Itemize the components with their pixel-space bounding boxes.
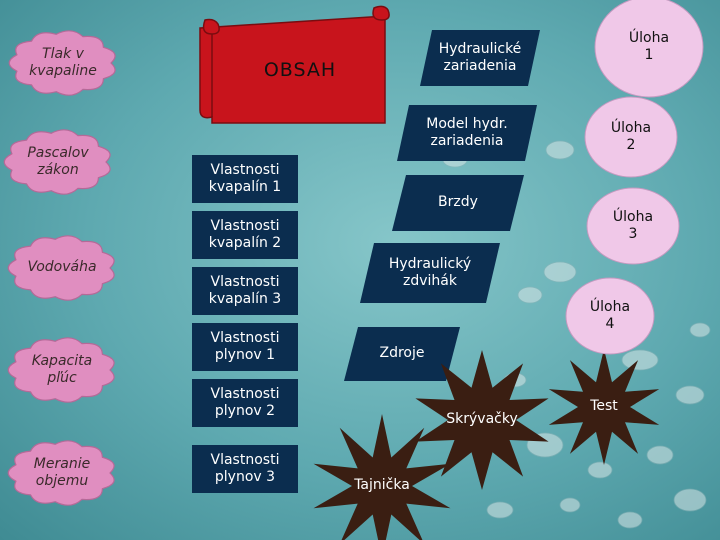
parallelogram-link-brzdy[interactable] [392,175,524,231]
page-title: OBSAH [263,59,337,82]
parallelogram-link-zdroje[interactable] [344,327,460,381]
cloud-label: Tlak v kvapaline [29,45,97,80]
task-link-uloha-3[interactable] [586,187,680,265]
star-label: Tajnička [354,477,410,494]
property-label: Vlastnosti plynov 1 [210,329,280,364]
property-label: Vlastnosti plynov 2 [210,385,280,420]
cloud-link-pascalov-zakon[interactable] [3,129,111,195]
property-label: Vlastnosti kvapalín 1 [208,161,282,196]
cloud-label: Pascalov zákon [27,144,89,179]
property-label: Vlastnosti kvapalín 3 [208,273,282,308]
cloud-label: Kapacita pľúc [31,352,93,387]
parallelogram-link-hydraulicke-zariadenia[interactable] [420,30,540,86]
parallelogram-label: Hydraulický zdvihák [388,255,472,290]
star-label: Skrývačky [446,411,518,428]
parallelogram-link-model-hydr-zariadenia[interactable] [397,105,537,161]
task-label: Úloha 2 [610,119,652,154]
parallelogram-label: Hydraulické zariadenia [438,40,522,75]
star-link-test[interactable] [548,349,660,465]
star-label: Test [590,398,618,415]
property-link-kvapalin-1[interactable] [192,155,298,203]
task-link-uloha-4[interactable] [565,277,655,355]
property-link-plynov-1[interactable] [192,323,298,371]
property-link-plynov-2[interactable] [192,379,298,427]
parallelogram-link-hydraulicky-zdvihak[interactable] [360,243,500,303]
cloud-link-kapacita-pluc[interactable] [7,337,115,403]
cloud-label: Meranie objemu [33,455,91,490]
task-link-uloha-2[interactable] [584,96,678,178]
cloud-link-meranie-objemu[interactable] [7,440,115,506]
task-label: Úloha 4 [589,298,631,333]
title-scroll [199,5,390,124]
property-label: Vlastnosti kvapalín 2 [208,217,282,252]
property-link-plynov-3[interactable] [192,445,298,493]
task-label: Úloha 1 [628,29,670,64]
cloud-link-vodovaha[interactable] [7,235,115,301]
property-link-kvapalin-3[interactable] [192,267,298,315]
task-label: Úloha 3 [612,208,654,243]
property-link-kvapalin-2[interactable] [192,211,298,259]
star-link-skryvacky[interactable] [415,350,549,490]
cloud-link-tlak-v-kvapaline[interactable] [8,30,116,96]
task-link-uloha-1[interactable] [594,0,704,98]
star-link-tajnicka[interactable] [313,414,451,540]
parallelogram-label: Model hydr. zariadenia [426,115,508,150]
parallelogram-label: Brzdy [438,194,478,211]
cloud-label: Vodováha [27,259,97,276]
parallelogram-label: Zdroje [379,345,425,362]
property-label: Vlastnosti plynov 3 [210,451,280,486]
